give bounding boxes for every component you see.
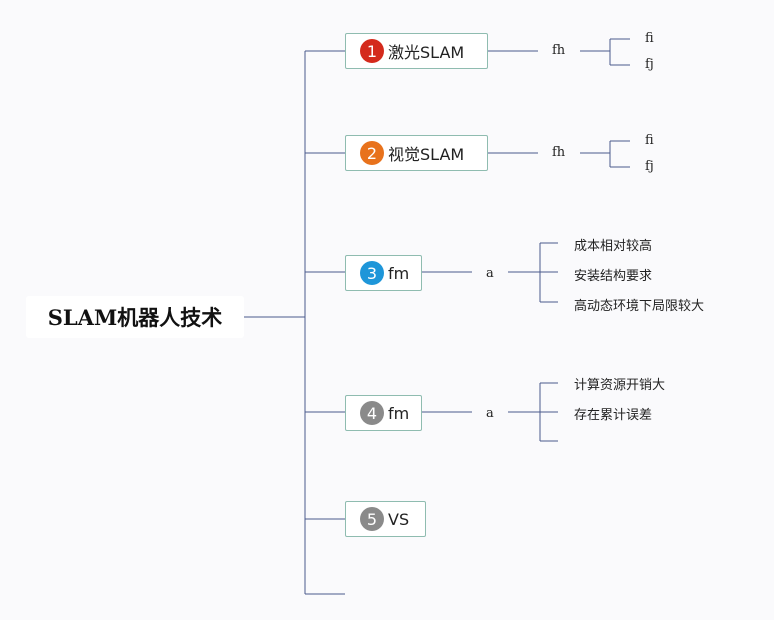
branch-node-4[interactable]: 4 fm <box>345 395 422 431</box>
branch-node-3[interactable]: 3 fm <box>345 255 422 291</box>
leaf-node[interactable]: 安装结构要求 <box>574 269 653 284</box>
priority-5-icon: 5 <box>360 507 384 531</box>
branch-label: fm <box>388 403 410 423</box>
leaf-node[interactable]: 成本相对较高 <box>574 239 653 254</box>
priority-1-icon: 1 <box>360 39 384 63</box>
branch-node-1[interactable]: 1 激光SLAM <box>345 33 488 69</box>
branch-node-2[interactable]: 2 视觉SLAM <box>345 135 488 171</box>
leaf-node[interactable]: fi <box>645 31 654 46</box>
branch-label: 视觉SLAM <box>388 145 465 164</box>
sub-node[interactable]: a <box>486 266 494 281</box>
leaf-node[interactable]: fj <box>645 159 654 174</box>
sub-node[interactable]: a <box>486 406 494 421</box>
priority-2-icon: 2 <box>360 141 384 165</box>
branch-node-5[interactable]: 5 VS <box>345 501 426 537</box>
branch-label: VS <box>388 509 410 529</box>
priority-4-icon: 4 <box>360 401 384 425</box>
leaf-node[interactable]: 高动态环境下局限较大 <box>574 299 705 314</box>
priority-3-icon: 3 <box>360 261 384 285</box>
leaf-node[interactable]: fi <box>645 133 654 148</box>
leaf-node[interactable]: 计算资源开销大 <box>574 378 666 393</box>
branch-label: fm <box>388 263 410 283</box>
sub-node[interactable]: fh <box>552 43 566 58</box>
leaf-node[interactable]: fj <box>645 57 654 72</box>
sub-node[interactable]: fh <box>552 145 566 160</box>
branch-label: 激光SLAM <box>388 43 465 62</box>
leaf-node[interactable]: 存在累计误差 <box>574 408 653 423</box>
root-node[interactable]: SLAM机器人技术 <box>26 296 244 338</box>
root-label: SLAM机器人技术 <box>47 305 223 330</box>
